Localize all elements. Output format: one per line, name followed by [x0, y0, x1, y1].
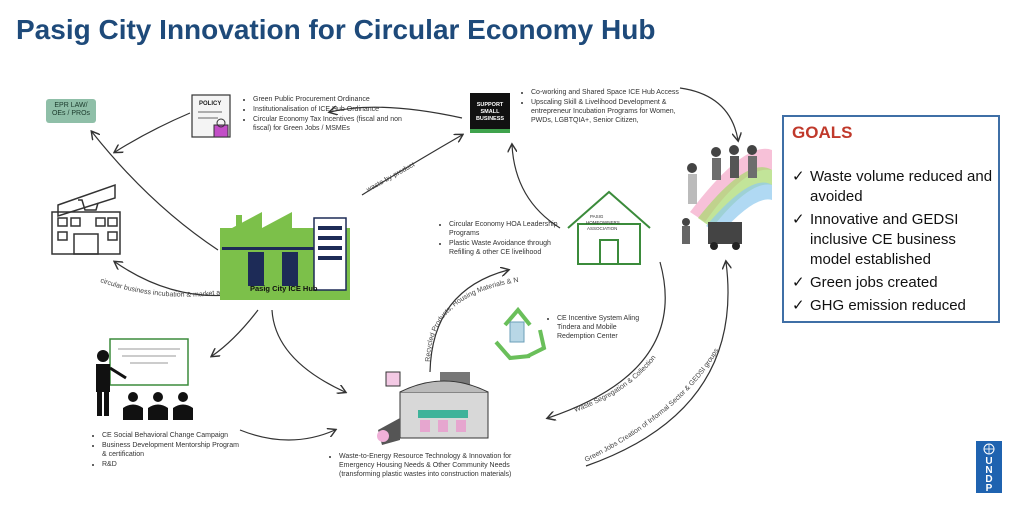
arrow-wte-to-hoa	[429, 270, 508, 373]
epr-law-line1: EPR LAW/	[54, 102, 88, 109]
support-item: Co-working and Shared Space ICE Hub Acce…	[531, 88, 680, 97]
support-item: Upscaling Skill & Livelihood Development…	[531, 98, 680, 125]
goal-item: Waste volume reduced and avoided	[792, 167, 997, 207]
badge-line: BUSINESS	[475, 116, 505, 122]
education-item: Business Development Mentorship Program …	[102, 441, 243, 459]
arrow-incubation-to-store	[115, 262, 231, 297]
badge-line: SUPPORT	[476, 102, 504, 108]
arrow-jobs-to-community	[585, 262, 728, 467]
homeowners-house-icon: PASIG HOMEOWNERS ASSOCIATION	[567, 190, 651, 265]
page-title: Pasig City Innovation for Circular Econo…	[16, 14, 656, 45]
epr-law-box: EPR LAW/ OEs / PROs	[46, 99, 96, 123]
support-small-business-badge: SUPPORT SMALL BUSINESS	[470, 93, 510, 133]
ce-incentive-list: CE Incentive System Aling Tindera and Mo…	[548, 314, 648, 342]
goal-item: GHG emission reduced	[792, 296, 997, 316]
undp-logo: U N D P	[976, 441, 1002, 494]
epr-law-line2: OEs / PROs	[51, 110, 91, 117]
waste-to-energy-machine-icon	[377, 371, 489, 445]
arrow-education-to-wte	[239, 430, 335, 441]
education-item: CE Social Behavioral Change Campaign	[102, 431, 243, 440]
arrow-hoa-to-support	[512, 145, 561, 229]
arrow-hub-to-market	[92, 132, 219, 251]
flow-text-segregation: Waste Segregation & Collection	[573, 354, 657, 414]
svg-text:ASSOCIATION: ASSOCIATION	[587, 226, 617, 231]
arrow-segregation-to-wte	[548, 261, 666, 418]
hoa-item: Plastic Waste Avoidance through Refillin…	[449, 239, 568, 257]
logo-letter: P	[985, 483, 993, 494]
arrow-hub-to-education	[212, 309, 259, 356]
policy-list: Green Public Procurement Ordinance Insti…	[244, 95, 404, 134]
flow-label-segregation: Waste Segregation & Collection	[573, 354, 657, 414]
goal-item: Innovative and GEDSI inclusive CE busine…	[792, 210, 997, 270]
wte-list: Waste-to-Energy Resource Technology & In…	[330, 452, 540, 480]
svg-text:POLICY: POLICY	[199, 101, 221, 107]
logo-letter: N	[985, 465, 993, 476]
arrow-support-to-policy	[330, 107, 463, 119]
goal-item: Green jobs created	[792, 273, 997, 293]
globe-icon	[983, 443, 995, 455]
arrow-hub-to-wte	[271, 309, 345, 392]
hoa-list: Circular Economy HOA Leadership Programs…	[440, 220, 568, 258]
policy-item: Institutionalisation of ICE Hub Ordinanc…	[253, 105, 404, 114]
arrow-policy-to-epr	[115, 112, 191, 152]
svg-text:PASIG: PASIG	[590, 214, 604, 219]
ice-hub-label: Pasig City ICE Hub	[250, 284, 318, 293]
flow-label-recycled: Recycled Products, Housing Materials & N…	[0, 0, 519, 362]
policy-document-icon: POLICY	[191, 94, 231, 138]
wte-item: Waste-to-Energy Resource Technology & In…	[339, 452, 540, 479]
ice-hub-factory-icon	[220, 212, 350, 300]
logo-letter: U	[985, 456, 993, 467]
education-classroom-icon	[96, 338, 193, 420]
policy-item: Circular Economy Tax Incentives (fiscal …	[253, 115, 404, 133]
market-building-icon	[51, 183, 121, 255]
education-item: R&D	[102, 460, 243, 469]
goals-list: Waste volume reduced and avoided Innovat…	[792, 167, 997, 319]
education-list: CE Social Behavioral Change Campaign Bus…	[93, 431, 243, 470]
svg-text:HOMEOWNERS: HOMEOWNERS	[586, 220, 620, 225]
flow-text-recycled: Recycled Products, Housing Materials & N…	[0, 0, 519, 362]
goals-heading: GOALS	[792, 123, 853, 142]
arrow-hub-to-support	[361, 135, 462, 196]
support-list: Co-working and Shared Space ICE Hub Acce…	[522, 88, 680, 126]
hoa-item: Circular Economy HOA Leadership Programs	[449, 220, 568, 238]
ce-incentive-item: CE Incentive System Aling Tindera and Mo…	[557, 314, 648, 341]
arrow-support-to-community	[679, 87, 738, 140]
goals-box: GOALS Waste volume reduced and avoided I…	[782, 115, 1000, 323]
logo-letter: D	[985, 474, 993, 485]
policy-item: Green Public Procurement Ordinance	[253, 95, 404, 104]
badge-line: SMALL	[480, 109, 500, 115]
recycle-icon	[494, 306, 547, 361]
flow-label-waste-by-product: waste-by-product	[365, 161, 416, 194]
community-rainbow-icon	[682, 145, 772, 250]
flow-text-waste: waste-by-product	[365, 161, 416, 194]
